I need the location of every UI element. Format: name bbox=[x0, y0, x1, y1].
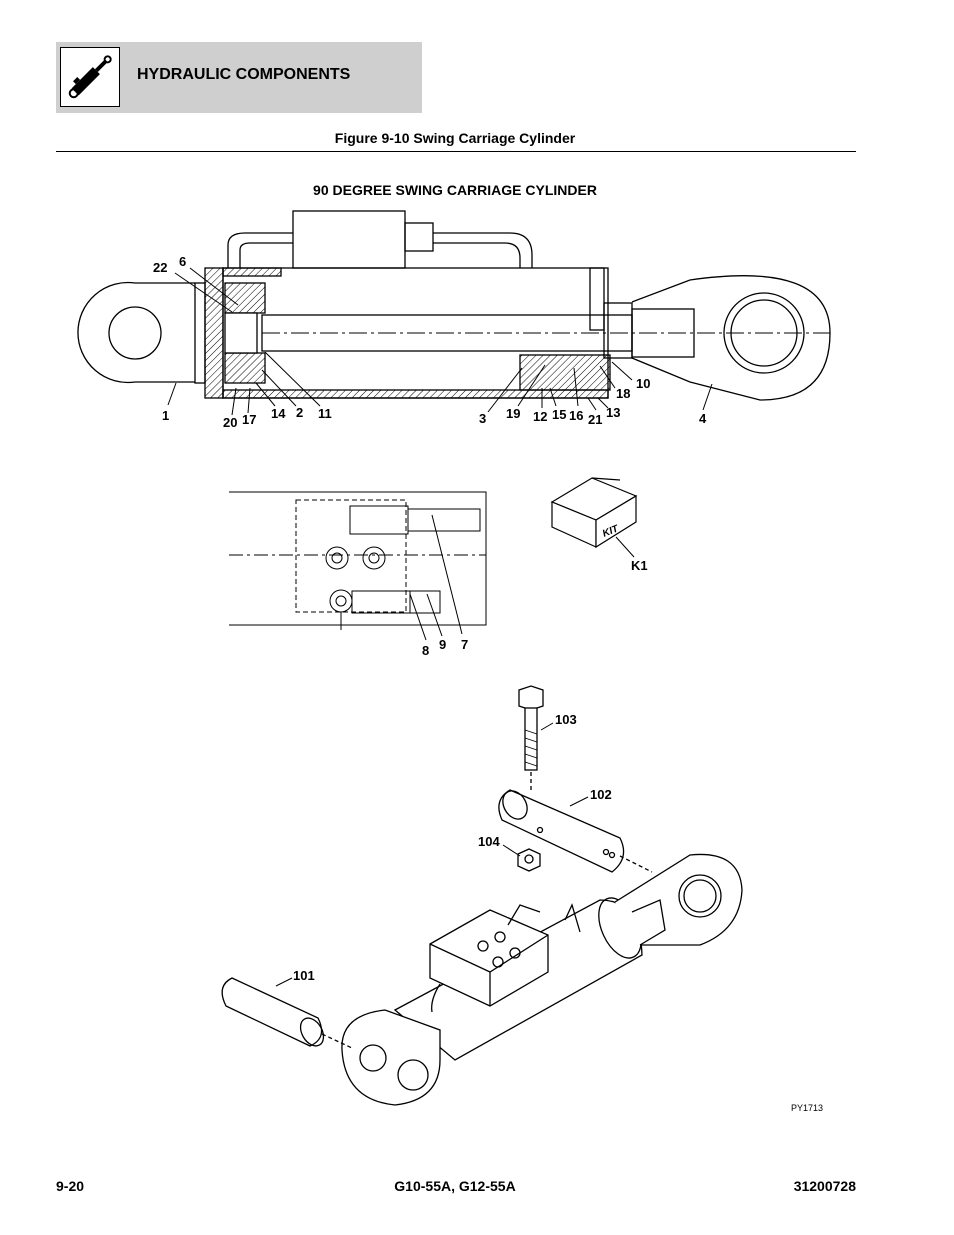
callout-16: 16 bbox=[569, 408, 583, 423]
callout-11: 11 bbox=[318, 406, 332, 421]
exploded-view bbox=[221, 685, 743, 1106]
callout-4: 4 bbox=[699, 411, 707, 426]
hydraulic-cylinder-icon bbox=[60, 47, 120, 107]
cylinder-cross-section bbox=[77, 210, 831, 401]
leader-lines-top bbox=[167, 267, 713, 416]
callout-20: 20 bbox=[223, 415, 237, 430]
drawing-code: PY1713 bbox=[791, 1103, 823, 1113]
callout-18: 18 bbox=[616, 386, 630, 401]
callout-22: 22 bbox=[153, 260, 167, 275]
callout-10: 10 bbox=[636, 376, 650, 391]
kit-box-icon bbox=[550, 477, 638, 558]
callout-19: 19 bbox=[506, 406, 520, 421]
callout-101: 101 bbox=[293, 968, 315, 983]
document-number: 31200728 bbox=[793, 1178, 856, 1194]
callout-8: 8 bbox=[422, 643, 429, 658]
title-divider bbox=[56, 151, 856, 152]
callout-2: 2 bbox=[296, 405, 303, 420]
callout-3: 3 bbox=[479, 411, 486, 426]
callout-7: 7 bbox=[461, 637, 468, 652]
callout-9: 9 bbox=[439, 637, 446, 652]
callout-labels: 22 6 1 20 17 14 2 11 3 19 12 15 16 21 13… bbox=[153, 254, 823, 1113]
callout-12: 12 bbox=[533, 409, 547, 424]
callout-k1: K1 bbox=[631, 558, 648, 573]
callout-103: 103 bbox=[555, 712, 577, 727]
model-numbers: G10-55A, G12-55A bbox=[394, 1178, 516, 1194]
callout-13: 13 bbox=[606, 405, 620, 420]
callout-1: 1 bbox=[162, 408, 169, 423]
callout-6: 6 bbox=[179, 254, 186, 269]
callout-17: 17 bbox=[242, 412, 256, 427]
leader-lines-bottom bbox=[275, 722, 589, 987]
callout-102: 102 bbox=[590, 787, 612, 802]
page-number: 9-20 bbox=[56, 1178, 85, 1194]
figure-title: Figure 9-10 Swing Carriage Cylinder bbox=[334, 130, 576, 146]
callout-15: 15 bbox=[552, 407, 566, 422]
callout-14: 14 bbox=[271, 406, 286, 421]
valve-detail bbox=[229, 491, 487, 641]
section-title: HYDRAULIC COMPONENTS bbox=[137, 66, 351, 83]
diagram-subtitle: 90 DEGREE SWING CARRIAGE CYLINDER bbox=[313, 182, 597, 198]
callout-104: 104 bbox=[478, 834, 500, 849]
callout-21: 21 bbox=[588, 412, 602, 427]
